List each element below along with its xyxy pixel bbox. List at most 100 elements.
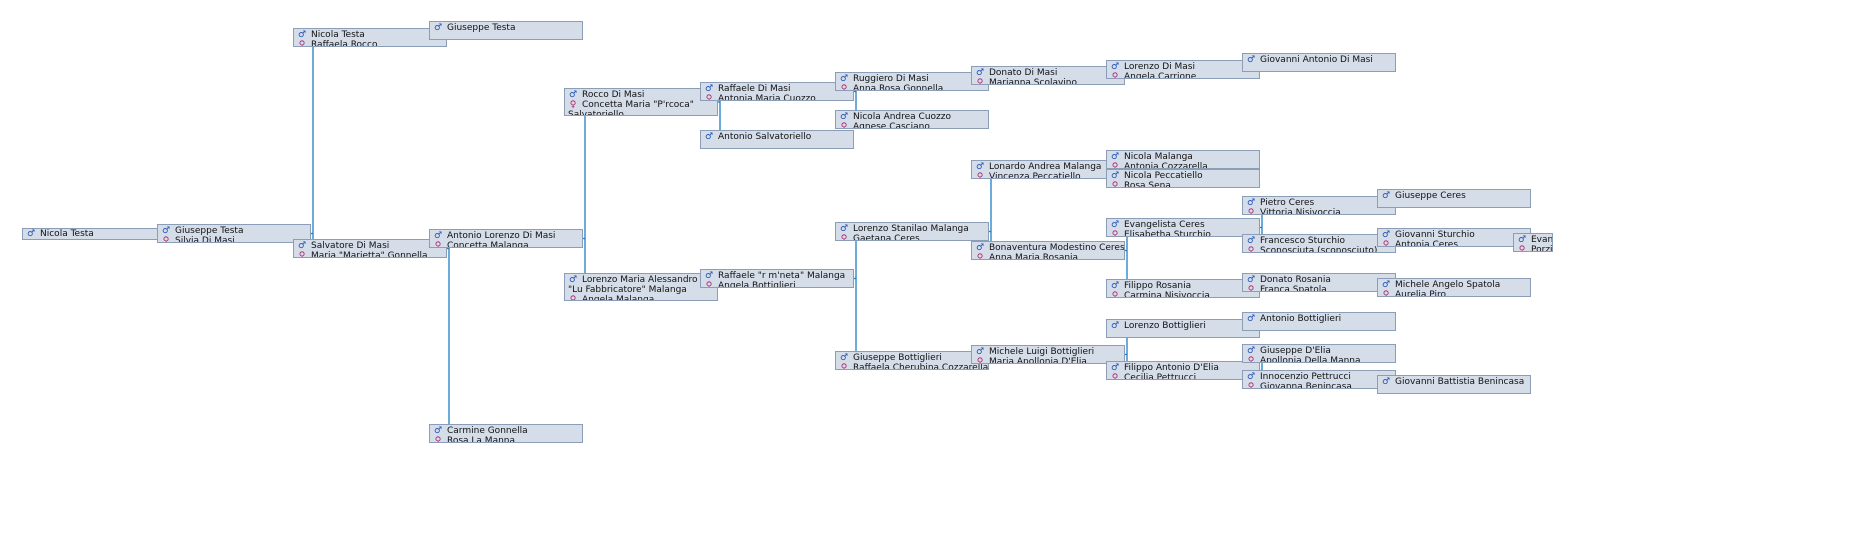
male-icon: ♂ <box>1381 377 1391 387</box>
person-name: Donato Di Masi <box>989 68 1058 78</box>
male-name: ♂Evangelista Ceres <box>1110 220 1256 230</box>
person-box[interactable]: ♂Francesco Sturchio♀Sconosciuta (sconosc… <box>1242 234 1396 253</box>
person-box[interactable]: ♂Giuseppe D'Elia♀Apollonia Della Manna <box>1242 344 1396 363</box>
male-name: ♂Innocenzio Pettrucci <box>1246 372 1392 382</box>
female-icon: ♀ <box>976 253 984 260</box>
person-name: Francesco Sturchio <box>1260 236 1346 246</box>
person-box[interactable]: ♂Antonio Lorenzo Di Masi♀Concetta Malang… <box>429 229 583 248</box>
male-name: ♂Evan <box>1517 235 1552 245</box>
male-name: ♂Raffaele Di Masi <box>704 84 850 94</box>
male-name: ♂Giuseppe D'Elia <box>1246 346 1392 356</box>
female-icon: ♀ <box>1111 162 1119 169</box>
person-box[interactable]: ♂Donato Rosania♀Franca Spatola <box>1242 273 1396 292</box>
person-box[interactable]: ♂Donato Di Masi♀Marianna Scolavino <box>971 66 1125 85</box>
person-box[interactable]: ♂Filippo Rosania♀Carmina Nisivoccia <box>1106 279 1260 298</box>
person-box[interactable]: ♂Giuseppe Testa <box>429 21 583 40</box>
person-box[interactable]: ♂Raffaele Di Masi♀Antonia Maria Cuozzo <box>700 82 854 101</box>
person-name: Evan <box>1531 235 1553 245</box>
person-name: Nicola Malanga <box>1124 152 1193 162</box>
male-name: ♂Antonio Salvatoriello <box>704 132 850 142</box>
person-name: Vincenza Peccatiello <box>989 172 1081 179</box>
male-icon: ♂ <box>839 353 849 363</box>
person-box[interactable]: ♂Lonardo Andrea Malanga♀Vincenza Peccati… <box>971 160 1125 179</box>
female-name: ♀Maria "Marietta" Gonnella <box>297 251 443 258</box>
person-name: Michele Luigi Bottiglieri <box>989 347 1095 357</box>
male-icon: ♂ <box>1246 314 1256 324</box>
person-box[interactable]: ♂Pietro Ceres♀Vittoria Nisivoccia <box>1242 196 1396 215</box>
person-name: Silvia Di Masi <box>175 236 235 243</box>
person-box[interactable]: ♂Bonaventura Modestino Ceres♀Anna Maria … <box>971 241 1125 260</box>
person-box[interactable]: ♂Lorenzo Bottiglieri <box>1106 319 1260 338</box>
person-box[interactable]: ♂Rocco Di Masi♀Concetta Maria "P'rcoca" … <box>564 88 718 116</box>
male-icon: ♂ <box>1110 62 1120 72</box>
female-name: ♀Apollonia Della Manna <box>1246 356 1392 362</box>
person-name: Maria Apollonia D'Elia <box>989 357 1087 364</box>
person-box[interactable]: ♂Giovanni Antonio Di Masi <box>1242 53 1396 72</box>
person-name: Raffaele Di Masi <box>718 84 791 94</box>
person-name: Nicola Andrea Cuozzo <box>853 112 952 122</box>
person-box[interactable]: ♂Michele Luigi Bottiglieri♀Maria Apollon… <box>971 345 1125 364</box>
person-box[interactable]: ♂Evangelista Ceres♀Elisabetha Sturchio <box>1106 218 1260 237</box>
person-name: Angela Malanga <box>582 295 655 301</box>
female-name: ♀ Silvia Di Masi <box>161 236 307 243</box>
female-icon: ♀ <box>1382 240 1390 247</box>
male-icon: ♂ <box>839 74 849 84</box>
female-icon: ♀ <box>976 357 984 364</box>
person-box[interactable]: ♂Carmine Gonnella♀Rosa La Manna <box>429 424 583 443</box>
person-box[interactable]: ♂Giuseppe Testa♀Silvia Di Masi <box>157 224 311 243</box>
person-box[interactable]: ♂Giovanni Battistia Benincasa <box>1377 375 1531 394</box>
male-icon: ♂ <box>1110 321 1120 331</box>
person-box[interactable]: ♂Evan♀Porzi <box>1513 233 1553 252</box>
person-box[interactable]: ♂Nicola Peccatiello♀Rosa Sena <box>1106 169 1260 188</box>
person-box[interactable]: ♂Giovanni Sturchio♀Antonia Ceres <box>1377 228 1531 247</box>
person-box[interactable]: ♂Antonio Bottiglieri <box>1242 312 1396 331</box>
person-box[interactable]: ♂Lorenzo Stanilao Malanga♀Gaetana Ceres <box>835 222 989 241</box>
person-box[interactable]: ♂Salvatore Di Masi♀Maria "Marietta" Gonn… <box>293 239 447 258</box>
male-icon: ♂ <box>975 162 985 172</box>
person-box[interactable]: ♂Innocenzio Pettrucci♀Giovanna Benincasa <box>1242 370 1396 389</box>
person-box[interactable]: ♂Lorenzo Maria Alessandro "Lu Fabbricato… <box>564 273 718 301</box>
person-name: Porzi <box>1531 245 1553 252</box>
person-name: Sconosciuta (sconosciuto) <box>1260 246 1378 253</box>
person-name: Raffaele "r m'neta" Malanga <box>718 271 846 281</box>
female-name: ♀Rosa Sena <box>1110 181 1256 187</box>
female-icon: ♀ <box>840 234 848 241</box>
person-box[interactable]: ♂Nicola Malanga♀Antonia Cozzarella <box>1106 150 1260 169</box>
female-icon: ♀ <box>1382 290 1390 297</box>
person-name: Giuseppe Ceres <box>1395 191 1466 201</box>
female-name: ♀Anna Rosa Gonnella <box>839 84 985 90</box>
male-name: ♂Carmine Gonnella <box>433 426 579 436</box>
person-name: Angela Bottiglieri <box>718 281 796 288</box>
person-box[interactable]: ♂Giuseppe Bottiglieri♀Raffaela Cherubina… <box>835 351 989 370</box>
female-name: ♀Antonia Cozzarella <box>1110 162 1256 169</box>
female-name: ♀Rosa La Manna <box>433 436 579 442</box>
person-box[interactable]: ♂Filippo Antonio D'Elia♀Cecilia Pettrucc… <box>1106 361 1260 380</box>
person-box[interactable]: ♂Ruggiero Di Masi♀Anna Rosa Gonnella <box>835 72 989 91</box>
person-name: Nicola Testa <box>40 229 94 239</box>
male-name: ♂Filippo Rosania <box>1110 281 1256 291</box>
person-box[interactable]: ♂Nicola Testa <box>22 228 172 240</box>
male-name: ♂Lorenzo Stanilao Malanga <box>839 224 985 234</box>
person-box[interactable]: ♂Raffaele "r m'neta" Malanga♀Angela Bott… <box>700 269 854 288</box>
person-box[interactable]: ♂Nicola Testa♀Raffaela Rocco <box>293 28 447 47</box>
male-icon: ♂ <box>297 241 307 251</box>
person-box[interactable]: ♂Michele Angelo Spatola♀Aurelia Piro <box>1377 278 1531 297</box>
male-icon: ♂ <box>1246 55 1256 65</box>
person-box[interactable]: ♂Lorenzo Di Masi♀Angela Carrione <box>1106 60 1260 79</box>
person-name: Franca Spatola <box>1260 285 1327 292</box>
person-box[interactable]: ♂Giuseppe Ceres <box>1377 189 1531 208</box>
female-name: ♀Sconosciuta (sconosciuto) <box>1246 246 1392 253</box>
male-icon: ♂ <box>704 271 714 281</box>
person-name: Nicola Testa <box>311 30 365 40</box>
person-name: Agnese Casciano <box>853 122 930 129</box>
female-name: ♀Franca Spatola <box>1246 285 1392 292</box>
male-name: ♂Nicola Testa <box>26 230 168 239</box>
female-icon: ♀ <box>162 236 170 243</box>
person-box[interactable]: ♂Antonio Salvatoriello <box>700 130 854 149</box>
person-box[interactable]: ♂Nicola Andrea Cuozzo♀Agnese Casciano <box>835 110 989 129</box>
female-name: ♀Antonia Maria Cuozzo <box>704 94 850 100</box>
person-name: Maria "Marietta" Gonnella <box>311 251 428 258</box>
male-icon: ♂ <box>1246 346 1256 356</box>
person-name: Rocco Di Masi <box>582 90 645 100</box>
person-name: Marianna Scolavino <box>989 78 1078 85</box>
